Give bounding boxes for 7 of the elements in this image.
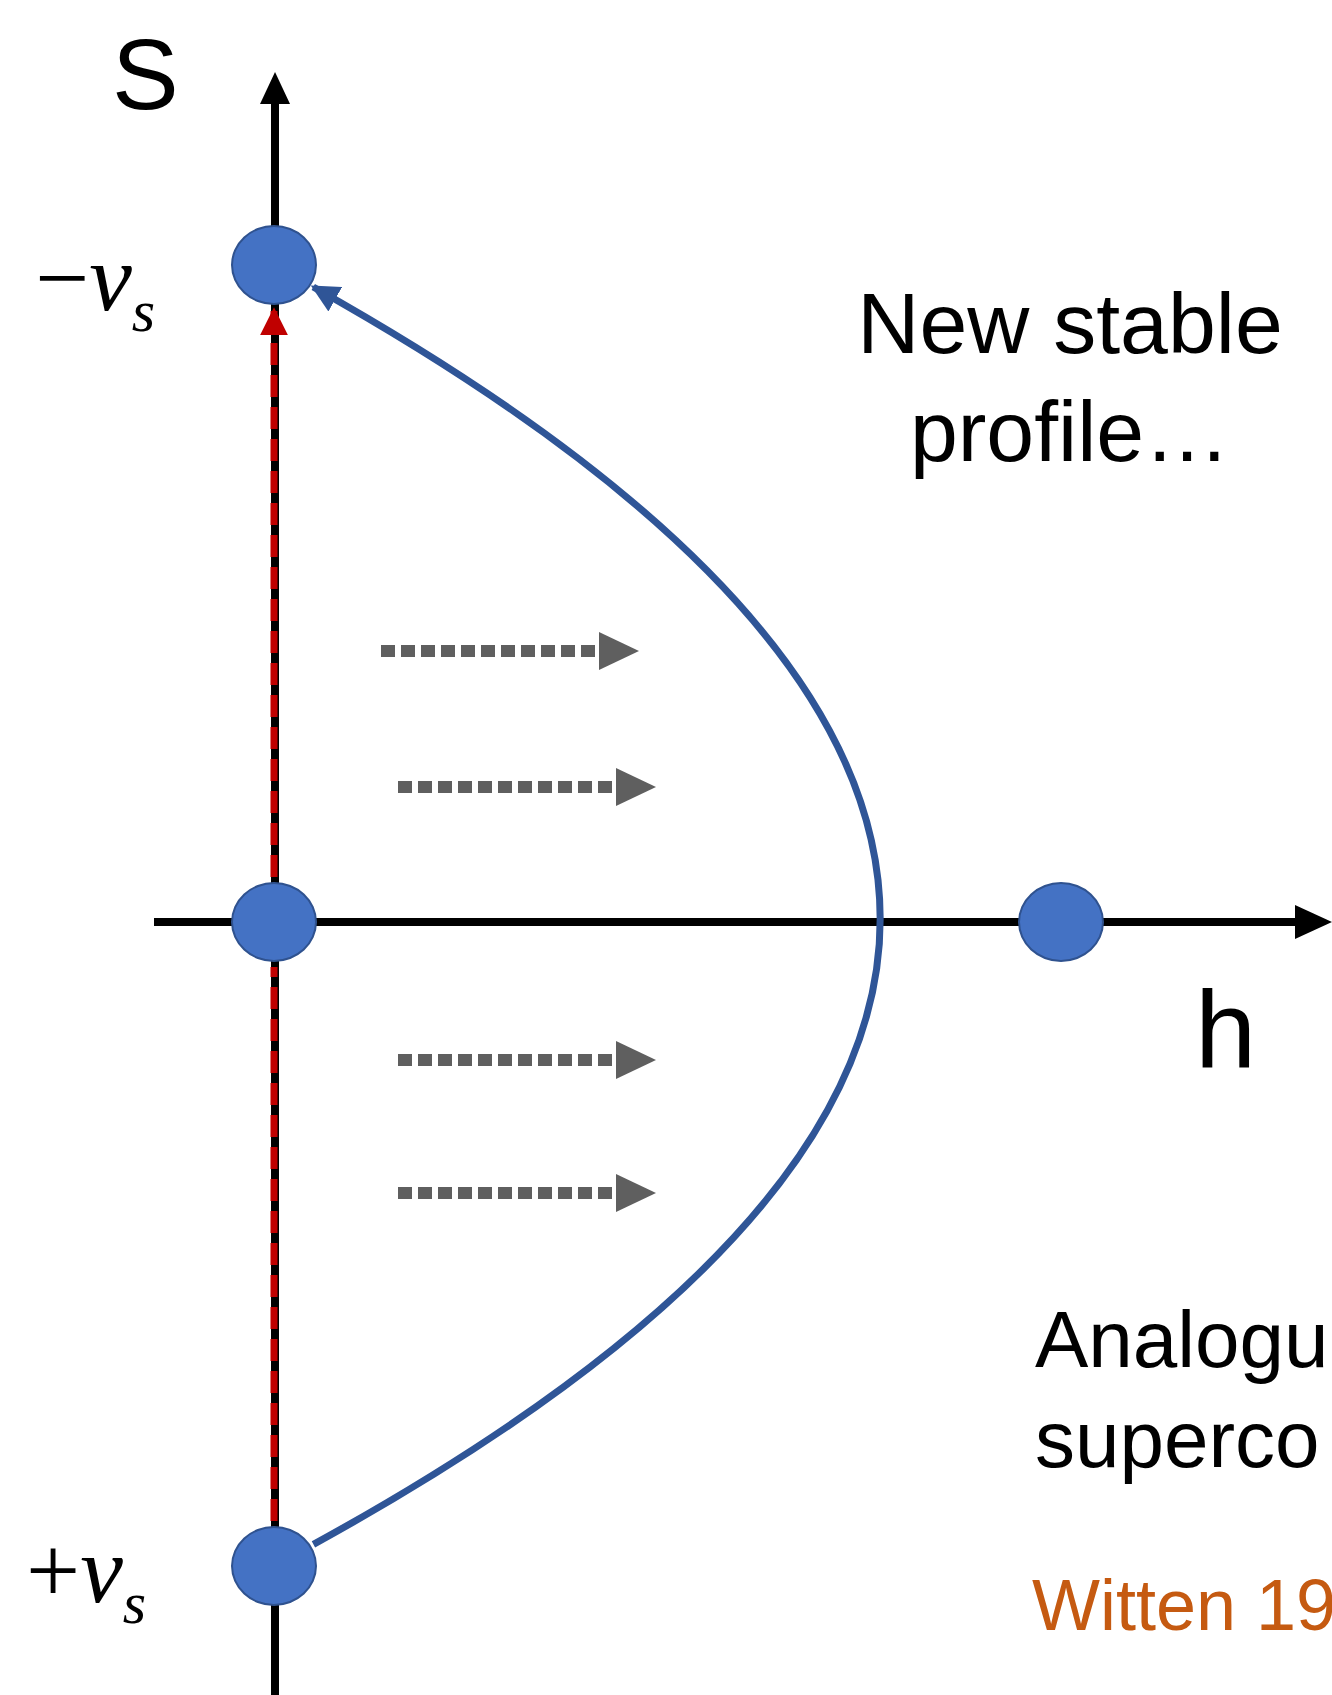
- annotation-text: Analogu superco: [1035, 1294, 1330, 1486]
- axis-label: S: [112, 17, 179, 132]
- vacuum-label: +v$_{s}$: [26, 1515, 147, 1638]
- annotation-text: New stable profile…: [856, 274, 1284, 481]
- vacuum-label: −v$_{s}$: [35, 223, 156, 346]
- trajectory-curve: [310, 284, 883, 1548]
- axis-label: h: [1195, 966, 1257, 1092]
